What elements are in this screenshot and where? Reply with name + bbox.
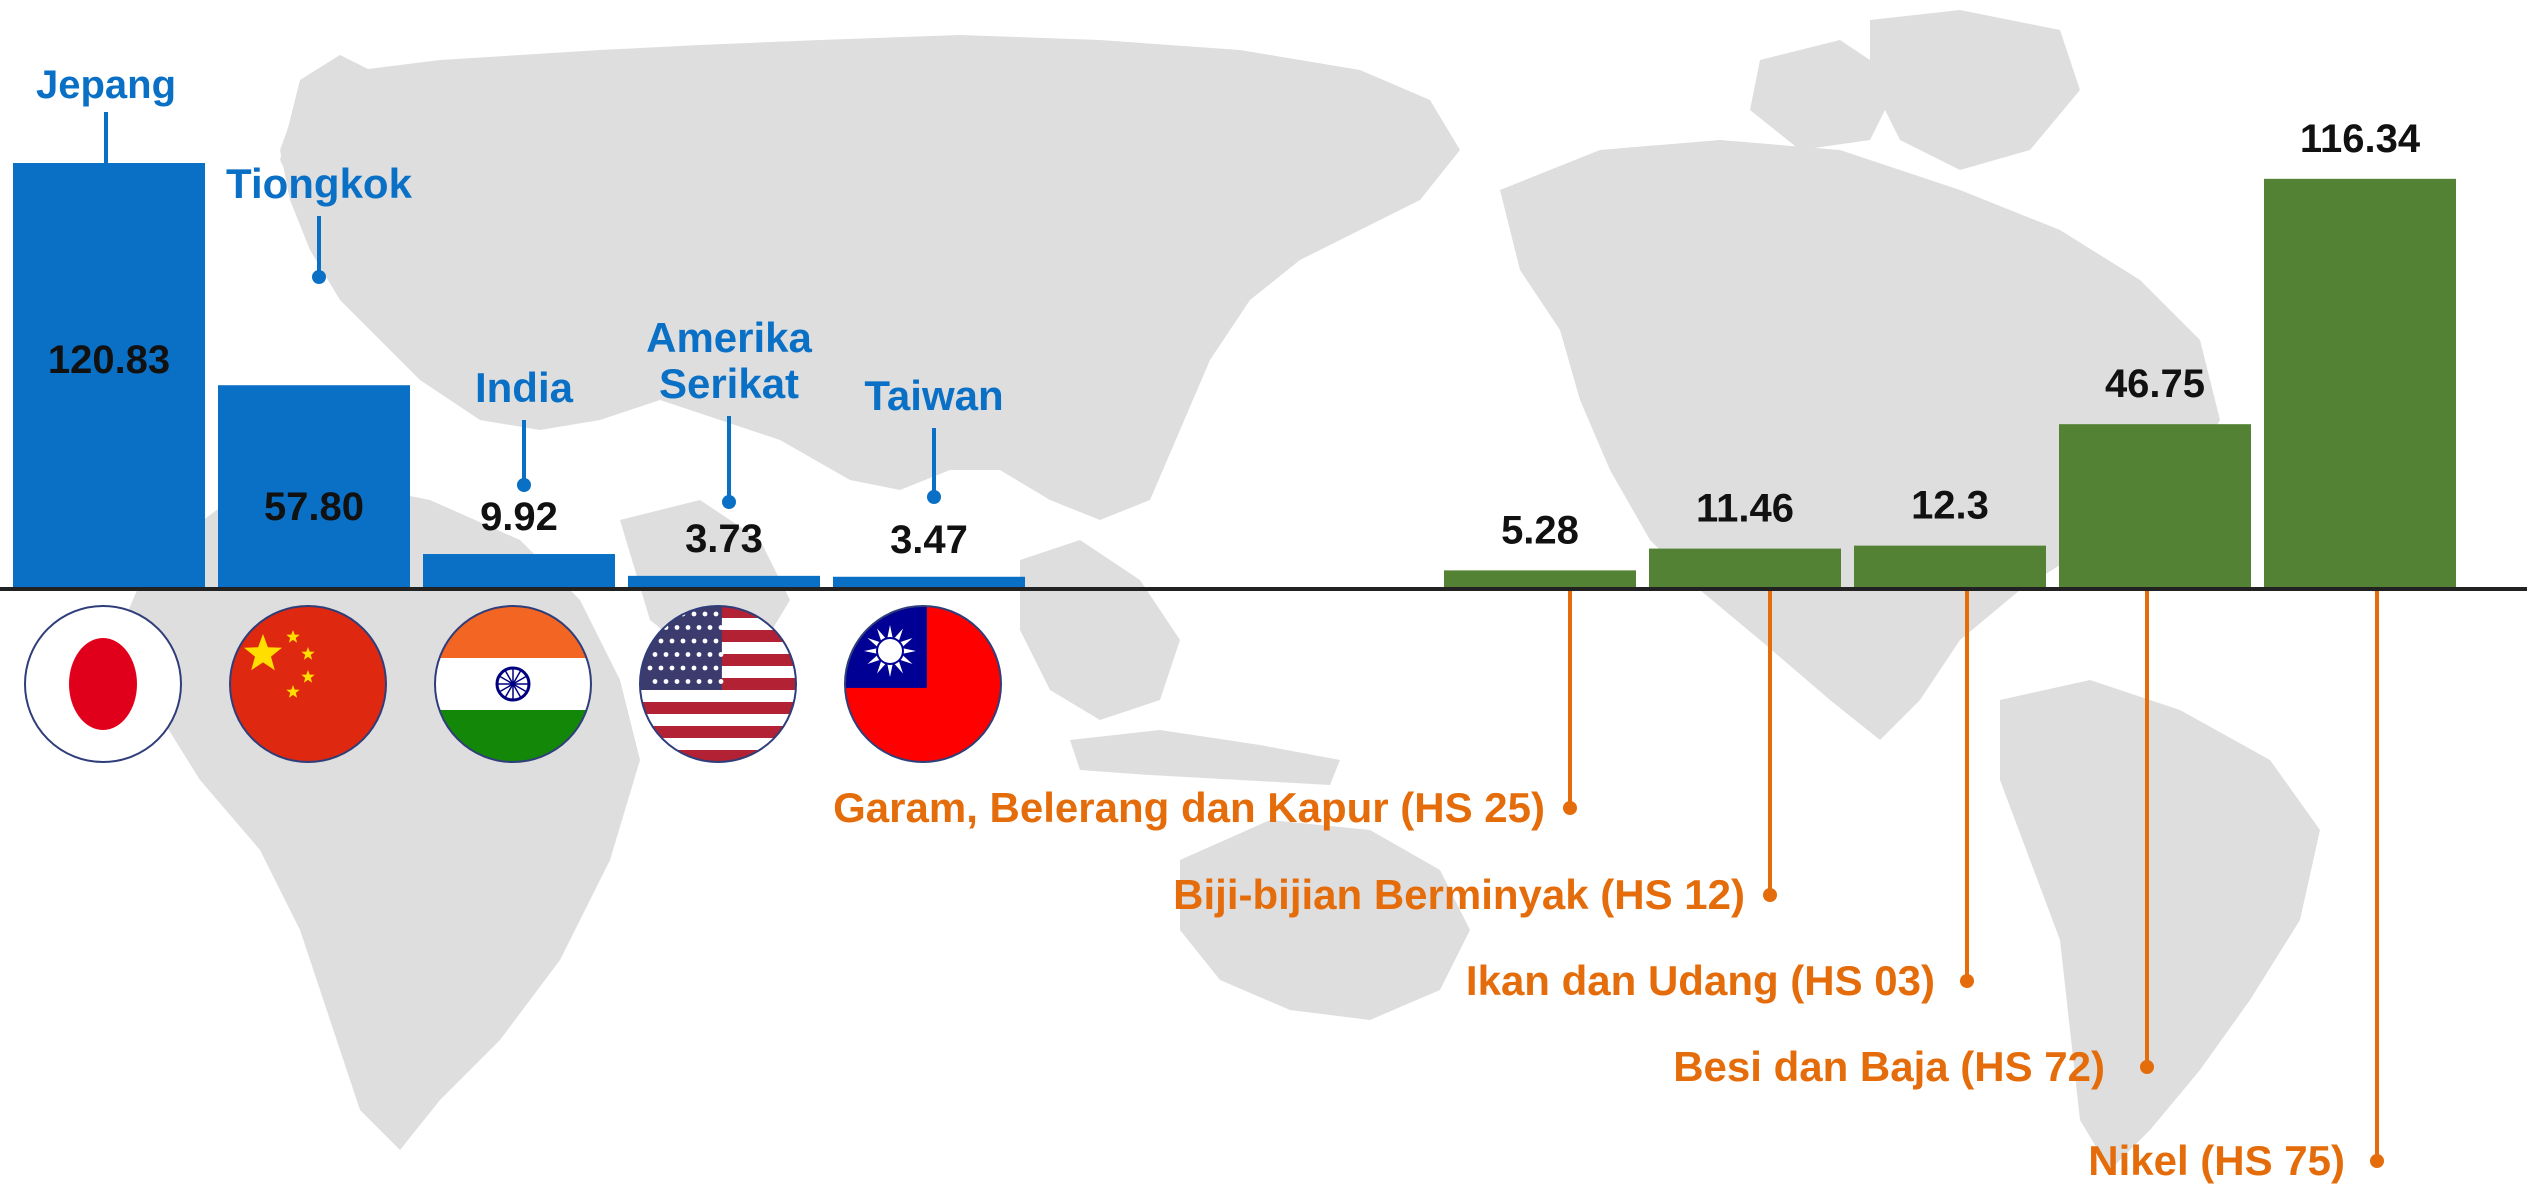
map-canada-islands <box>1750 40 1900 150</box>
map-scandinavia <box>280 55 370 200</box>
connector-dot-product-2 <box>1763 888 1777 902</box>
india-flag-icon <box>434 605 592 763</box>
value-label-product-2: 11.46 <box>1696 487 1794 531</box>
taiwan-flag-icon <box>844 605 1002 763</box>
china-flag-icon <box>229 605 387 763</box>
bar-product-4 <box>2059 424 2251 589</box>
country-label-3: India <box>475 364 574 411</box>
country-label-jepang: Jepang <box>36 63 176 107</box>
connector-dot-product-5 <box>2370 1154 2384 1168</box>
value-label-country-4: 3.73 <box>685 517 763 561</box>
world-map-background <box>120 10 2320 1170</box>
connector-dot-country-3 <box>517 478 531 492</box>
product-label-2: Biji-bijian Berminyak (HS 12) <box>1173 871 1745 918</box>
product-label-3: Ikan dan Udang (HS 03) <box>1466 957 1935 1004</box>
map-europe-asia <box>280 35 1460 520</box>
product-label-1: Garam, Belerang dan Kapur (HS 25) <box>833 784 1545 831</box>
country-label-4-line-2: Serikat <box>659 360 799 407</box>
connector-dot-country-5 <box>927 490 941 504</box>
map-north-america <box>1500 140 2220 740</box>
value-label-country-5: 3.47 <box>890 518 968 562</box>
map-greenland <box>1870 10 2080 170</box>
plot-layer: 120.83 Jepang 57.80 Tiongkok 9.92 India 3.73 Am… <box>0 63 2527 1184</box>
value-label-product-1: 5.28 <box>1501 508 1579 552</box>
value-label-country-1: 120.83 <box>48 338 170 382</box>
country-label-2: Tiongkok <box>226 160 413 207</box>
connector-dot-country-4 <box>722 495 736 509</box>
country-label-5: Taiwan <box>864 372 1003 419</box>
map-south-america <box>2000 680 2320 1170</box>
bar-country-3 <box>423 554 615 589</box>
product-label-5: Nikel (HS 75) <box>2088 1137 2345 1184</box>
value-label-product-5: 116.34 <box>2300 117 2421 161</box>
bar-country-1 <box>13 163 205 589</box>
bar-country-5 <box>833 576 1025 589</box>
map-indonesia <box>1070 730 1340 785</box>
bar-product-3 <box>1854 545 2046 589</box>
bar-product-2 <box>1649 548 1841 589</box>
country-label-4-line-1: Amerika <box>646 314 812 361</box>
japan-flag-icon <box>24 605 182 763</box>
connector-dot-product-1 <box>1563 801 1577 815</box>
connector-dot-country-2 <box>312 270 326 284</box>
map-australia <box>1180 820 1470 1020</box>
connector-dot-product-3 <box>1960 974 1974 988</box>
value-label-country-2: 57.80 <box>264 485 364 529</box>
connector-dot-product-4 <box>2140 1060 2154 1074</box>
value-label-country-3: 9.92 <box>480 495 558 539</box>
value-label-product-4: 46.75 <box>2105 362 2205 406</box>
value-label-product-3: 12.3 <box>1911 484 1989 528</box>
bar-product-5 <box>2264 178 2456 589</box>
usa-flag-icon <box>639 605 797 763</box>
product-label-4: Besi dan Baja (HS 72) <box>1673 1043 2105 1090</box>
map-southeast-asia <box>1020 540 1180 720</box>
bar-country-4 <box>628 575 820 589</box>
bar-product-1 <box>1444 570 1636 589</box>
bar-country-2 <box>218 385 410 589</box>
